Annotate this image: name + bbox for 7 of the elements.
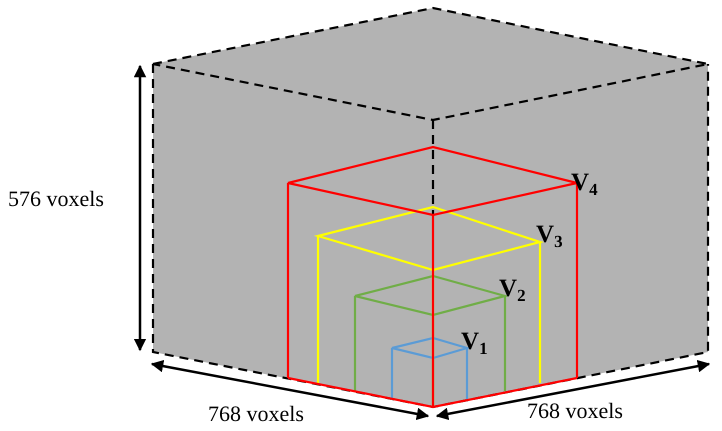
volume-label: V$_{2}$ bbox=[499, 276, 526, 301]
dimension-label: 576 voxels bbox=[8, 188, 104, 210]
dimension-label: 768 voxels bbox=[527, 400, 623, 422]
volume-label: V$_{4}$ bbox=[571, 170, 598, 195]
dimension-label: 768 voxels bbox=[208, 403, 304, 425]
volume-label: V$_{1}$ bbox=[461, 329, 488, 354]
volume-label: V$_{3}$ bbox=[536, 222, 563, 247]
